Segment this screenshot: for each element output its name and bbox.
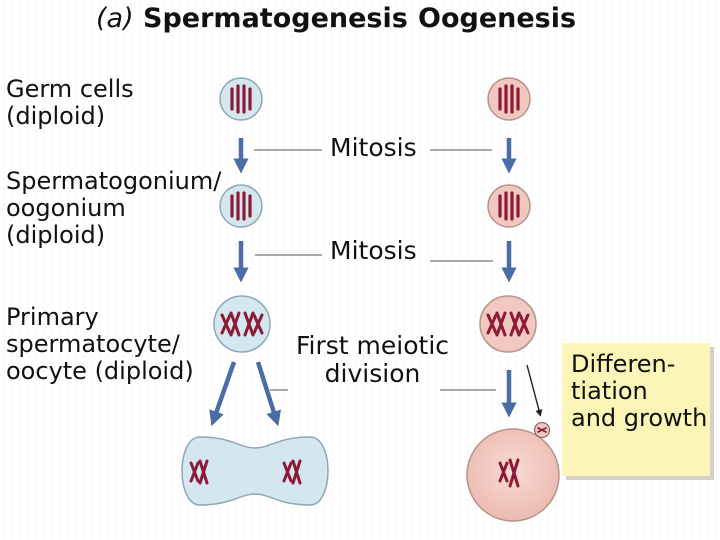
chromosomes [498, 84, 520, 114]
polar-body [533, 421, 551, 439]
stage-label-spermatogonium: Spermatogonium/ oogonium (diploid) [6, 167, 222, 249]
chromosomes [230, 84, 252, 114]
egg-germ-cell [487, 77, 531, 121]
arrow-split-right [255, 361, 281, 427]
differentiation-note: Differen- tiation and growth [562, 343, 710, 476]
stage-label-primary-spermatocyte: Primary spermatocyte/ oocyte (diploid) [6, 303, 194, 385]
oogenesis-title: Oogenesis [418, 3, 577, 34]
chromosomes [486, 311, 530, 337]
spermatogenesis-title: Spermatogenesis [143, 3, 408, 34]
spermatogonium-cell [219, 184, 263, 228]
panel-title: (a) Spermatogenesis [96, 3, 408, 34]
secondary-spermatocytes-dividing [181, 436, 329, 506]
process-label-mitosis-1: Mitosis [330, 133, 417, 162]
stage-label-germ-cells: Germ cells (diploid) [6, 75, 134, 130]
chromosomes [498, 458, 520, 488]
process-label-mitosis-2: Mitosis [330, 236, 417, 265]
arrow-split-left [209, 361, 237, 427]
process-label-first-meiotic-division: First meiotic division [296, 331, 450, 388]
sperm-arrows [209, 138, 281, 427]
sperm-germ-cell [219, 77, 263, 121]
grown-oocyte-cell [466, 428, 560, 522]
panel-label: (a) [96, 3, 134, 34]
polar-body-arrow [526, 364, 543, 417]
chromosomes [189, 459, 302, 485]
chromosomes [498, 191, 520, 221]
chromosomes [220, 311, 264, 337]
connector-lines [254, 149, 496, 391]
primary-oocyte-cell [479, 295, 537, 353]
chromosomes [230, 191, 252, 221]
oogonium-cell [487, 184, 531, 228]
primary-spermatocyte-cell [213, 295, 271, 353]
